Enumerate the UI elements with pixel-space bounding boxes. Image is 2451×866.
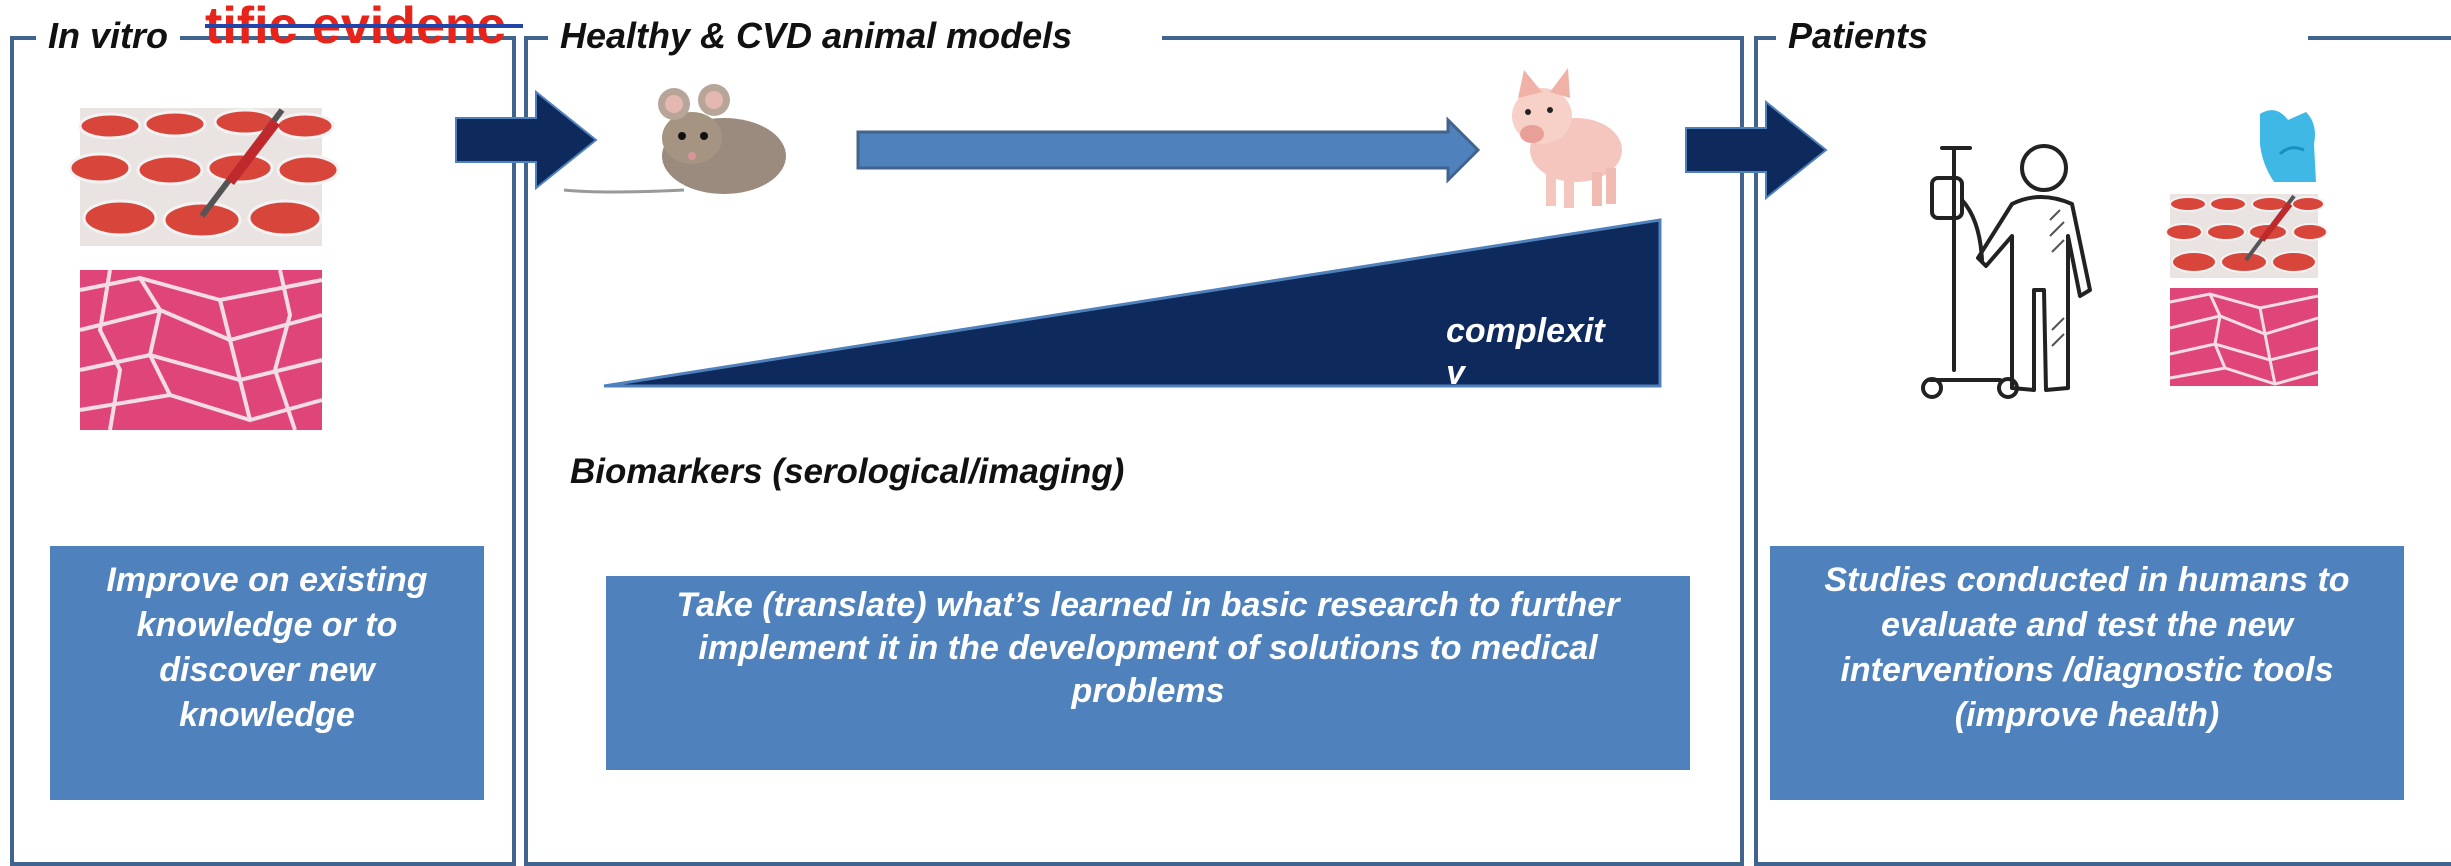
mouse-icon bbox=[563, 84, 786, 194]
translational-description-box: Take (translate) what’s learned in basic… bbox=[606, 576, 1690, 770]
panel-title-animal-models: Healthy & CVD animal models bbox=[548, 14, 1163, 58]
biomarkers-label: Biomarkers (serological/imaging) bbox=[570, 452, 1125, 491]
in-vitro-description-box: Improve on existing knowledge or to disc… bbox=[50, 546, 484, 800]
complexity-label-text: complexit y bbox=[1446, 312, 1605, 384]
pig-icon bbox=[1512, 68, 1622, 208]
arrow-animal-progression bbox=[856, 116, 1481, 184]
petri-dish-small-icon bbox=[2165, 194, 2328, 278]
in-vitro-description-text: Improve on existing knowledge or to disc… bbox=[106, 561, 428, 734]
muscle-tissue-icon bbox=[79, 269, 323, 431]
translational-description-text: Take (translate) what’s learned in basic… bbox=[676, 586, 1620, 710]
petri-dish-icon bbox=[68, 108, 340, 246]
patients-description-box: Studies conducted in humans to evaluate … bbox=[1770, 546, 2404, 800]
complexity-wedge bbox=[603, 218, 1662, 388]
panel-title-patients: Patients bbox=[1776, 14, 2309, 58]
complexity-label: complexit y bbox=[1446, 310, 1622, 384]
arrow-to-patients bbox=[1685, 99, 1828, 201]
panel-title-in-vitro: In vitro bbox=[36, 14, 181, 58]
patient-iv-icon bbox=[1921, 144, 2092, 399]
glove-icon bbox=[2260, 110, 2316, 182]
heading-fragment: tific evidenc bbox=[205, 0, 523, 52]
patients-description-text: Studies conducted in humans to evaluate … bbox=[1824, 561, 2350, 734]
strike-line bbox=[205, 24, 523, 28]
arrow-to-animal-models bbox=[455, 89, 598, 191]
muscle-tissue-small-icon bbox=[2169, 288, 2319, 386]
